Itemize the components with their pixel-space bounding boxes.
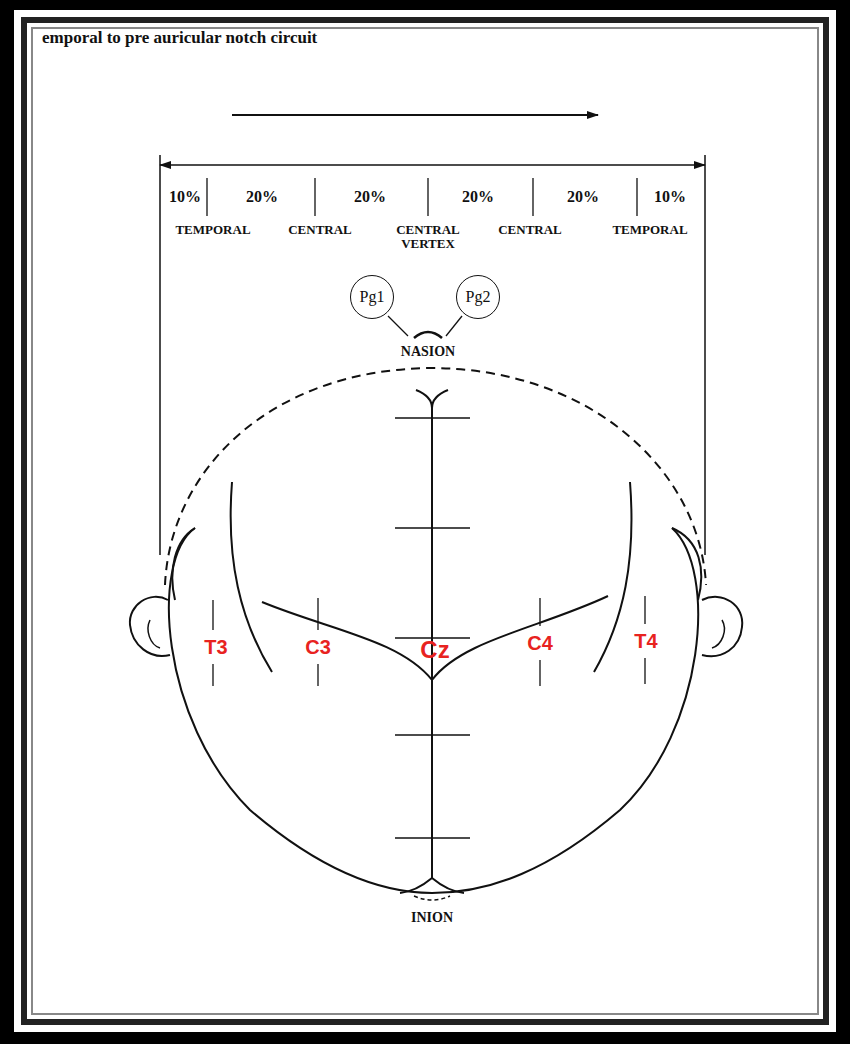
region-label: TEMPORAL — [612, 223, 687, 237]
electrode-label: Cz — [420, 637, 449, 662]
caption-fragment: emporal to pre auricular notch circuit — [42, 29, 317, 47]
percent-label: 20% — [354, 189, 386, 206]
percent-label: 20% — [462, 189, 494, 206]
landmark-label: NASION — [401, 345, 455, 360]
percent-label: 10% — [654, 189, 686, 206]
percent-label: 20% — [246, 189, 278, 206]
region-label: CENTRAL — [288, 223, 352, 237]
electrode-name: Pg1 — [360, 288, 385, 306]
electrode-name: Pg2 — [466, 288, 491, 306]
electrode-circle: Pg2 — [456, 275, 500, 319]
electrode-circle: Pg1 — [350, 275, 394, 319]
landmark-label: INION — [411, 911, 453, 926]
electrode-label: C4 — [527, 633, 553, 654]
electrode-label: T3 — [204, 637, 227, 658]
region-label: CENTRAL — [498, 223, 562, 237]
percent-label: 10% — [169, 189, 201, 206]
region-label: TEMPORAL — [175, 223, 250, 237]
percent-label: 20% — [567, 189, 599, 206]
electrode-label: T4 — [634, 631, 657, 652]
region-label: CENTRAL VERTEX — [388, 223, 468, 250]
electrode-label: C3 — [305, 637, 331, 658]
